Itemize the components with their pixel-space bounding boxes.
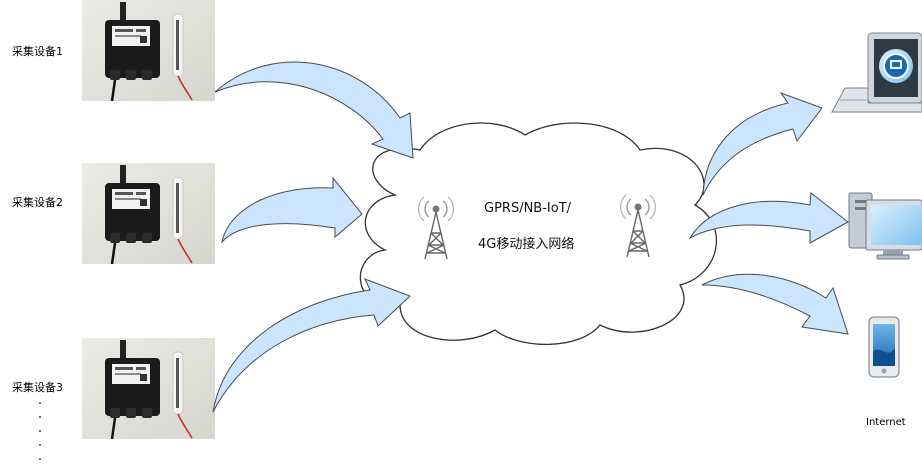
arrow-cloud-to-phone [701,273,849,335]
arrow-device1-to-cloud [214,61,414,159]
ellipsis-dot [39,402,41,404]
ellipsis-dot [39,430,41,432]
device-label-1: 采集设备1 [12,45,63,58]
mobile-phone-icon [868,316,900,378]
device-photo-3 [80,336,217,441]
desktop-computer-icon [848,192,922,260]
laptop-icon [831,32,922,113]
ellipsis-dot [39,444,41,446]
device-photo-2 [80,161,217,266]
device-label-2: 采集设备2 [12,196,63,209]
device-label-3: 采集设备3 [12,381,63,394]
network-label-line1: GPRS/NB-IoT/ [484,201,572,216]
arrow-device2-to-cloud [221,176,363,244]
arrow-cloud-to-laptop [702,91,823,196]
ellipsis-dot [39,416,41,418]
internet-label: Internet [866,417,906,428]
device-photo-1 [80,0,217,103]
arrow-device3-to-cloud [212,278,411,413]
arrow-cloud-to-desktop [688,192,849,244]
network-label-line2: 4G移动接入网络 [478,237,575,252]
ellipsis-dot [39,458,41,460]
